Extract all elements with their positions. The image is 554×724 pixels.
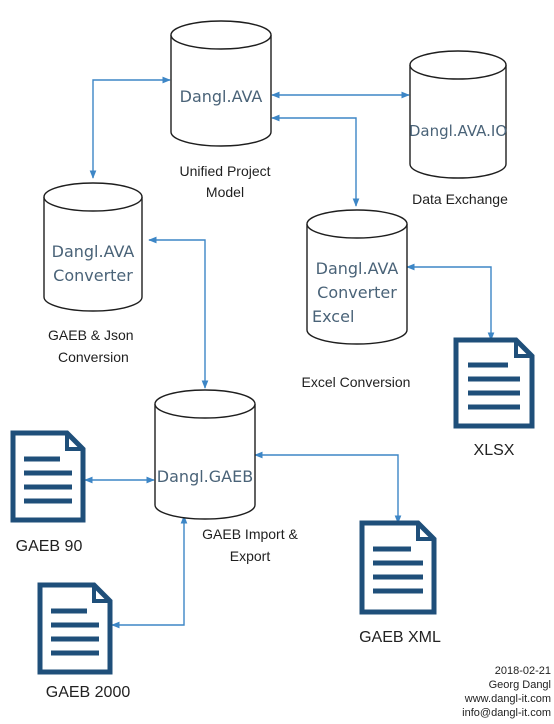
label-unified-line1: Unified Project — [179, 163, 270, 179]
document-xlsx-label: XLSX — [474, 442, 515, 459]
label-gaeb-import-line2: Export — [230, 548, 271, 564]
document-gaebxml: GAEB XML — [359, 520, 441, 646]
footer-author: Georg Dangl — [489, 679, 551, 691]
document-xlsx: XLSX — [453, 337, 535, 459]
document-gaebxml-label: GAEB XML — [359, 629, 441, 646]
document-gaeb2000-label: GAEB 2000 — [46, 684, 131, 701]
database-converter-line2: Converter — [53, 266, 133, 285]
document-icon — [37, 582, 113, 675]
connector-gaeb2000-to-gaeb — [111, 515, 188, 629]
database-gaeb-label: Dangl.GAEB — [157, 467, 253, 486]
document-gaeb90: GAEB 90 — [10, 430, 86, 555]
database-gaeb: Dangl.GAEB — [154, 389, 256, 520]
document-gaeb90-label: GAEB 90 — [16, 538, 83, 555]
connector-ava-to-excel — [271, 114, 360, 207]
document-icon — [359, 520, 437, 615]
connector-converter-to-gaeb — [148, 236, 209, 389]
connector-ava-to-converter — [89, 76, 171, 179]
connector-gaeb-to-gaebxml — [254, 451, 402, 524]
database-ava-label: Dangl.AVA — [180, 87, 263, 106]
document-icon — [10, 430, 86, 523]
label-gaeb-json-line2: Conversion — [58, 349, 129, 365]
labels: Unified Project Model Data Exchange GAEB… — [48, 163, 508, 564]
label-unified-line2: Model — [206, 184, 244, 200]
connector-excel-to-xlsx — [406, 263, 495, 341]
footer-email: info@dangl-it.com — [462, 707, 551, 719]
document-gaeb2000: GAEB 2000 — [37, 582, 131, 701]
label-gaeb-import-line1: GAEB Import & — [202, 526, 298, 542]
database-avaio: Dangl.AVA.IO — [409, 50, 507, 179]
database-converter: Dangl.AVA Converter — [43, 182, 143, 312]
database-excel-line1: Dangl.AVA — [316, 259, 399, 278]
connectors — [84, 76, 495, 629]
footer-website: www.dangl-it.com — [464, 693, 551, 705]
database-converter-line1: Dangl.AVA — [52, 242, 135, 261]
label-gaeb-json-line1: GAEB & Json — [48, 327, 134, 343]
database-avaio-label: Dangl.AVA.IO — [409, 122, 507, 140]
label-data-exchange: Data Exchange — [412, 191, 508, 207]
database-excel: Dangl.AVA Converter Excel — [306, 209, 408, 345]
database-ava: Dangl.AVA — [170, 20, 272, 147]
database-excel-line3: Excel — [312, 307, 354, 326]
database-excel-line2: Converter — [317, 283, 397, 302]
footer: 2018-02-21 Georg Dangl www.dangl-it.com … — [462, 665, 551, 719]
label-excel-conversion: Excel Conversion — [302, 374, 411, 390]
document-icon — [453, 337, 535, 429]
footer-date: 2018-02-21 — [495, 665, 551, 677]
